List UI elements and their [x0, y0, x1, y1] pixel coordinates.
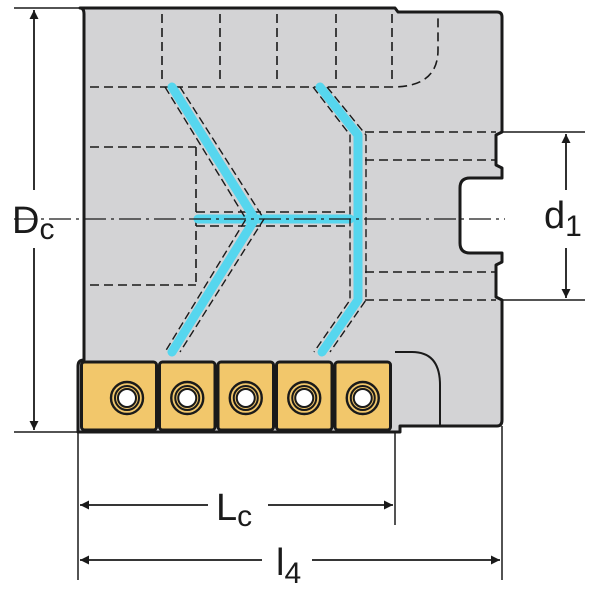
- coolant-channel-right: [315, 82, 363, 357]
- extension-lines: [14, 7, 585, 580]
- insert-screw-ring-icon: [345, 380, 380, 416]
- insert-screw-hole-icon: [235, 388, 256, 408]
- insert-screw-ring-icon: [170, 380, 205, 416]
- hidden-lines: [90, 14, 496, 301]
- body-shoulder-curve: [395, 351, 441, 425]
- insert-screw-ring-icon: [228, 380, 263, 416]
- insert-screw-hole-icon: [352, 388, 373, 408]
- insert-screw-ring-icon: [287, 380, 322, 416]
- insert-screw-hole-icon: [294, 388, 315, 408]
- insert-row: [80, 360, 392, 432]
- dimension-arrows: [29, 10, 571, 565]
- l4-label: l4: [276, 542, 301, 590]
- insert-screw-hole-icon: [177, 388, 198, 408]
- lc-label: Lc: [216, 487, 252, 533]
- d1-label: d1: [544, 195, 582, 243]
- insert-screw-ring-icon: [109, 380, 145, 416]
- insert-screw-hole-icon: [117, 388, 137, 408]
- dc-label: Dc: [12, 200, 54, 246]
